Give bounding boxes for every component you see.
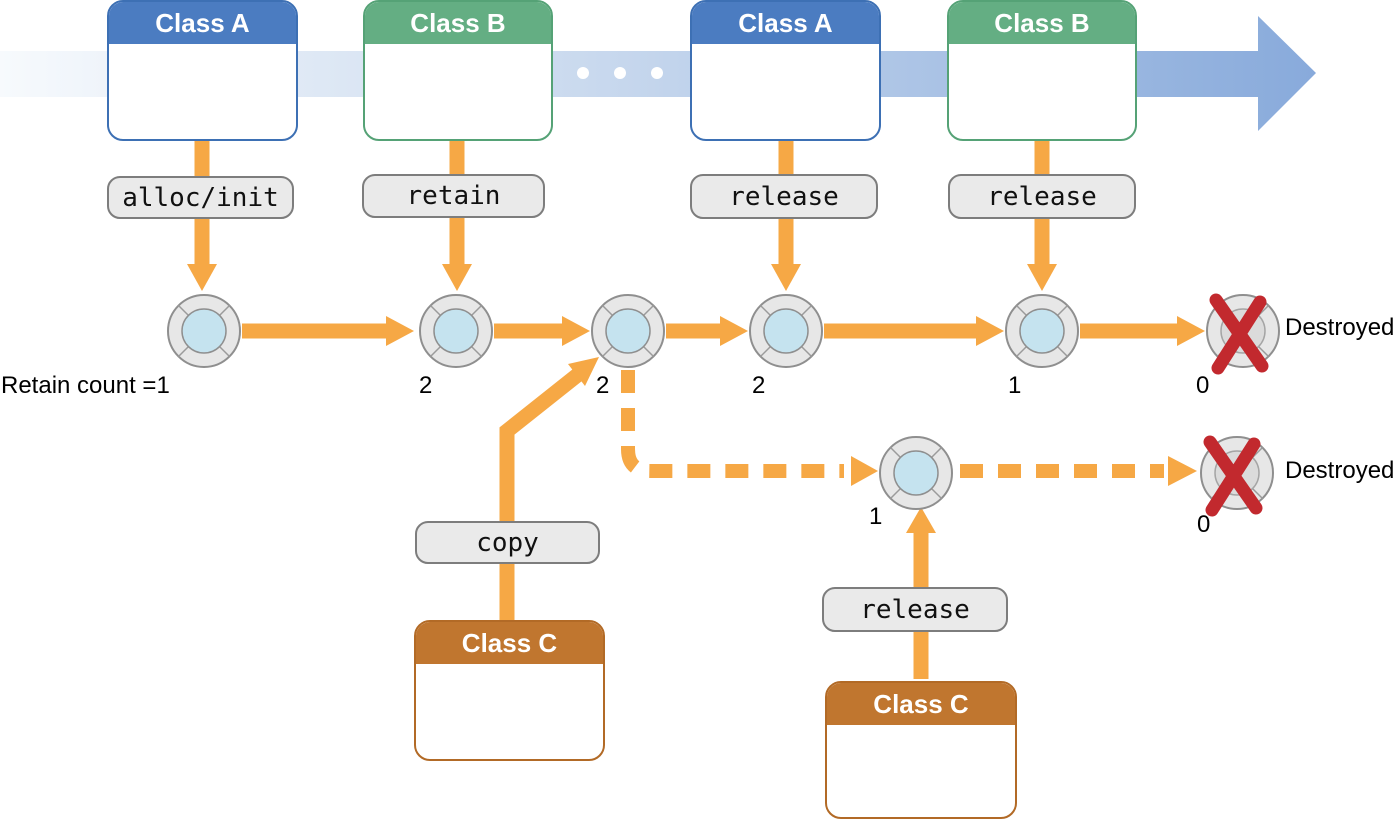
object-icon-4 xyxy=(749,294,823,368)
release-pill-2: release xyxy=(948,174,1136,219)
class-b-box-1-header: Class B xyxy=(365,2,551,44)
ellipsis-dot xyxy=(651,67,663,79)
class-a-box-1: Class A xyxy=(107,0,298,141)
object-icon-2 xyxy=(419,294,493,368)
lifeline-arrow-3 xyxy=(666,316,748,346)
retain-count-start-label: Retain count =1 xyxy=(1,372,170,399)
copy-lifeline-dashed-1 xyxy=(621,370,878,486)
count-after-retain: 2 xyxy=(419,372,433,399)
retain-pill: retain xyxy=(362,174,545,218)
alloc-init-pill: alloc/init xyxy=(107,176,294,219)
class-c-box-1-header: Class C xyxy=(416,622,603,664)
count-after-release-1: 2 xyxy=(752,372,766,399)
count-after-release-2: 1 xyxy=(1008,372,1022,399)
copy-pill: copy xyxy=(415,521,600,564)
lifeline-arrow-5 xyxy=(1080,316,1205,346)
class-b-box-1: Class B xyxy=(363,0,553,141)
destroyed-label-copy: Destroyed xyxy=(1285,457,1393,484)
destroyed-icon-main xyxy=(1207,295,1279,368)
lifeline-arrow-2 xyxy=(494,316,590,346)
class-c-box-2: Class C xyxy=(825,681,1017,819)
count-destroyed: 0 xyxy=(1196,372,1210,399)
destroyed-label-main: Destroyed xyxy=(1285,314,1393,341)
lifeline-arrow-4 xyxy=(824,316,1004,346)
ellipsis-dot xyxy=(614,67,626,79)
release-pill-1: release xyxy=(690,174,878,219)
class-c-box-2-header: Class C xyxy=(827,683,1015,725)
object-icon-3 xyxy=(591,294,665,368)
object-icon-copy xyxy=(879,436,953,510)
count-before-release: 2 xyxy=(596,372,610,399)
release-pill-copy: release xyxy=(822,587,1008,632)
copy-lifeline-dashed-2 xyxy=(960,456,1197,486)
object-icon-1 xyxy=(167,294,241,368)
class-a-box-1-header: Class A xyxy=(109,2,296,44)
class-c-box-1: Class C xyxy=(414,620,605,761)
destroyed-icon-copy xyxy=(1201,437,1273,510)
class-a-box-2: Class A xyxy=(690,0,881,141)
object-icon-5 xyxy=(1005,294,1079,368)
lifeline-arrow-1 xyxy=(242,316,414,346)
count-copy-object: 1 xyxy=(869,503,883,530)
ellipsis-dot xyxy=(577,67,589,79)
class-b-box-2: Class B xyxy=(947,0,1137,141)
class-a-box-2-header: Class A xyxy=(692,2,879,44)
class-b-box-2-header: Class B xyxy=(949,2,1135,44)
count-copy-destroyed: 0 xyxy=(1197,511,1211,538)
copy-arrow xyxy=(499,357,599,622)
